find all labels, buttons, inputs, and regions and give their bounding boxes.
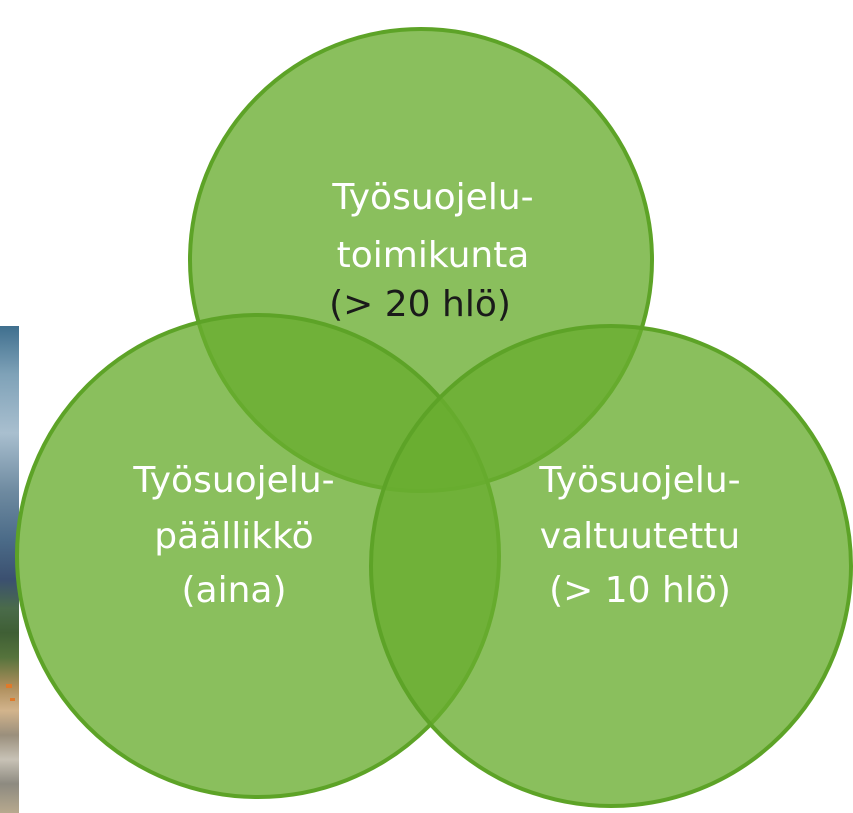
- label-paallikko-line1: Työsuojelu-: [132, 460, 334, 501]
- label-valtuutettu-line3: (> 10 hlö): [549, 570, 731, 611]
- label-toimikunta: Työsuojelu- toimikunta (> 20 hlö): [329, 177, 534, 325]
- label-valtuutettu-line2: valtuutettu: [540, 516, 740, 557]
- circle-valtuutettu: [371, 326, 851, 806]
- label-paallikko-line2: päällikkö: [154, 516, 313, 557]
- label-toimikunta-line1: Työsuojelu-: [331, 177, 533, 218]
- label-toimikunta-line3: (> 20 hlö): [329, 284, 511, 325]
- label-valtuutettu: Työsuojelu- valtuutettu (> 10 hlö): [538, 460, 740, 611]
- label-valtuutettu-line1: Työsuojelu-: [538, 460, 740, 501]
- label-paallikko-line3: (aina): [181, 570, 286, 611]
- label-toimikunta-line2: toimikunta: [337, 235, 530, 276]
